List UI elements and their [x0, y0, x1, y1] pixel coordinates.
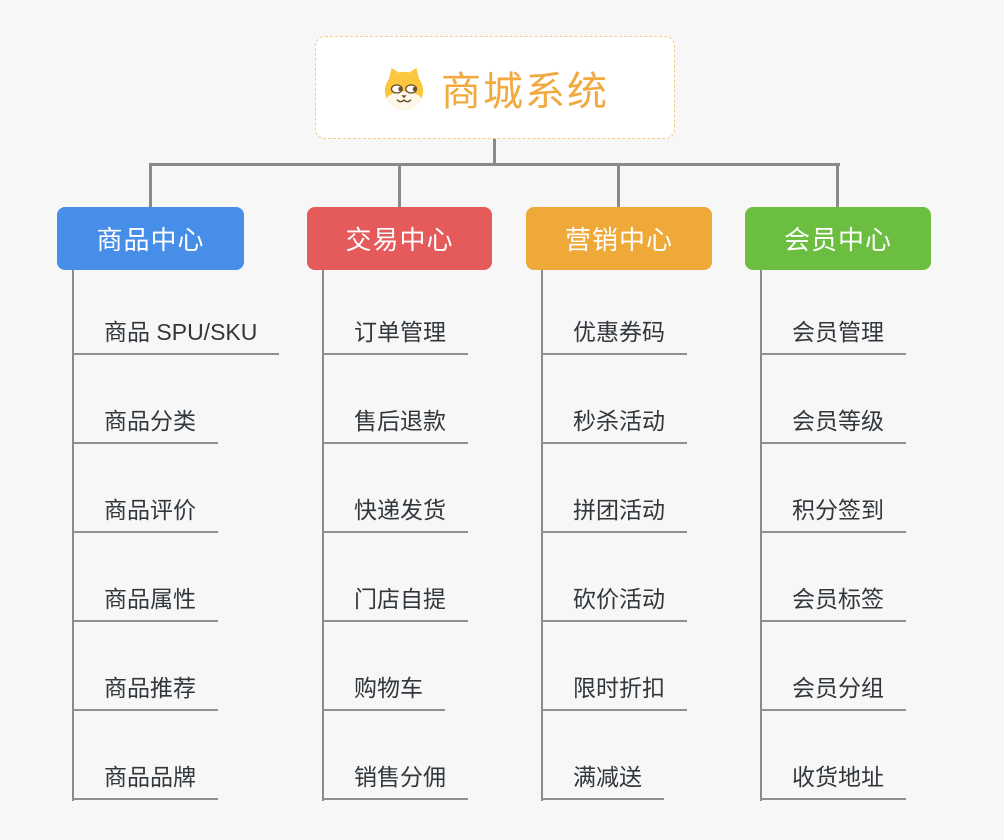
- connector-drop-trade: [398, 163, 401, 208]
- leaf-node[interactable]: 购物车: [322, 673, 445, 711]
- leaf-node[interactable]: 会员管理: [760, 317, 906, 355]
- connector-spine-marketing: [541, 270, 543, 801]
- leaf-node[interactable]: 快递发货: [322, 495, 468, 533]
- leaf-node[interactable]: 商品评价: [72, 495, 218, 533]
- root-node-mall-system[interactable]: 商城系统: [315, 36, 675, 139]
- leaf-node[interactable]: 优惠券码: [541, 317, 687, 355]
- branch-node-marketing-center[interactable]: 营销中心: [526, 207, 712, 270]
- leaf-node[interactable]: 会员等级: [760, 406, 906, 444]
- leaf-node[interactable]: 满减送: [541, 762, 664, 800]
- connector-drop-marketing: [617, 163, 620, 208]
- leaf-node[interactable]: 商品分类: [72, 406, 218, 444]
- branch-node-member-center[interactable]: 会员中心: [745, 207, 931, 270]
- leaf-node[interactable]: 售后退款: [322, 406, 468, 444]
- leaf-node[interactable]: 砍价活动: [541, 584, 687, 622]
- leaf-node[interactable]: 拼团活动: [541, 495, 687, 533]
- leaf-node[interactable]: 门店自提: [322, 584, 468, 622]
- root-node-label: 商城系统: [441, 69, 609, 114]
- leaf-node[interactable]: 积分签到: [760, 495, 906, 533]
- branch-node-trade-center[interactable]: 交易中心: [307, 207, 492, 270]
- connector-root-stem: [493, 139, 496, 164]
- connector-horizontal-bar: [149, 163, 840, 166]
- leaf-node[interactable]: 收货地址: [760, 762, 906, 800]
- dog-face-icon: [381, 65, 427, 111]
- connector-spine-product: [72, 270, 74, 801]
- leaf-node[interactable]: 限时折扣: [541, 673, 687, 711]
- leaf-node[interactable]: 订单管理: [322, 317, 468, 355]
- connector-drop-product: [149, 163, 152, 208]
- leaf-node[interactable]: 会员分组: [760, 673, 906, 711]
- connector-spine-member: [760, 270, 762, 801]
- connector-spine-trade: [322, 270, 324, 801]
- leaf-node[interactable]: 商品属性: [72, 584, 218, 622]
- leaf-node[interactable]: 会员标签: [760, 584, 906, 622]
- leaf-node[interactable]: 商品推荐: [72, 673, 218, 711]
- branch-node-product-center[interactable]: 商品中心: [57, 207, 244, 270]
- leaf-node[interactable]: 销售分佣: [322, 762, 468, 800]
- leaf-node[interactable]: 商品品牌: [72, 762, 218, 800]
- leaf-node[interactable]: 秒杀活动: [541, 406, 687, 444]
- leaf-node[interactable]: 商品 SPU/SKU: [72, 317, 280, 355]
- connector-drop-member: [836, 163, 839, 208]
